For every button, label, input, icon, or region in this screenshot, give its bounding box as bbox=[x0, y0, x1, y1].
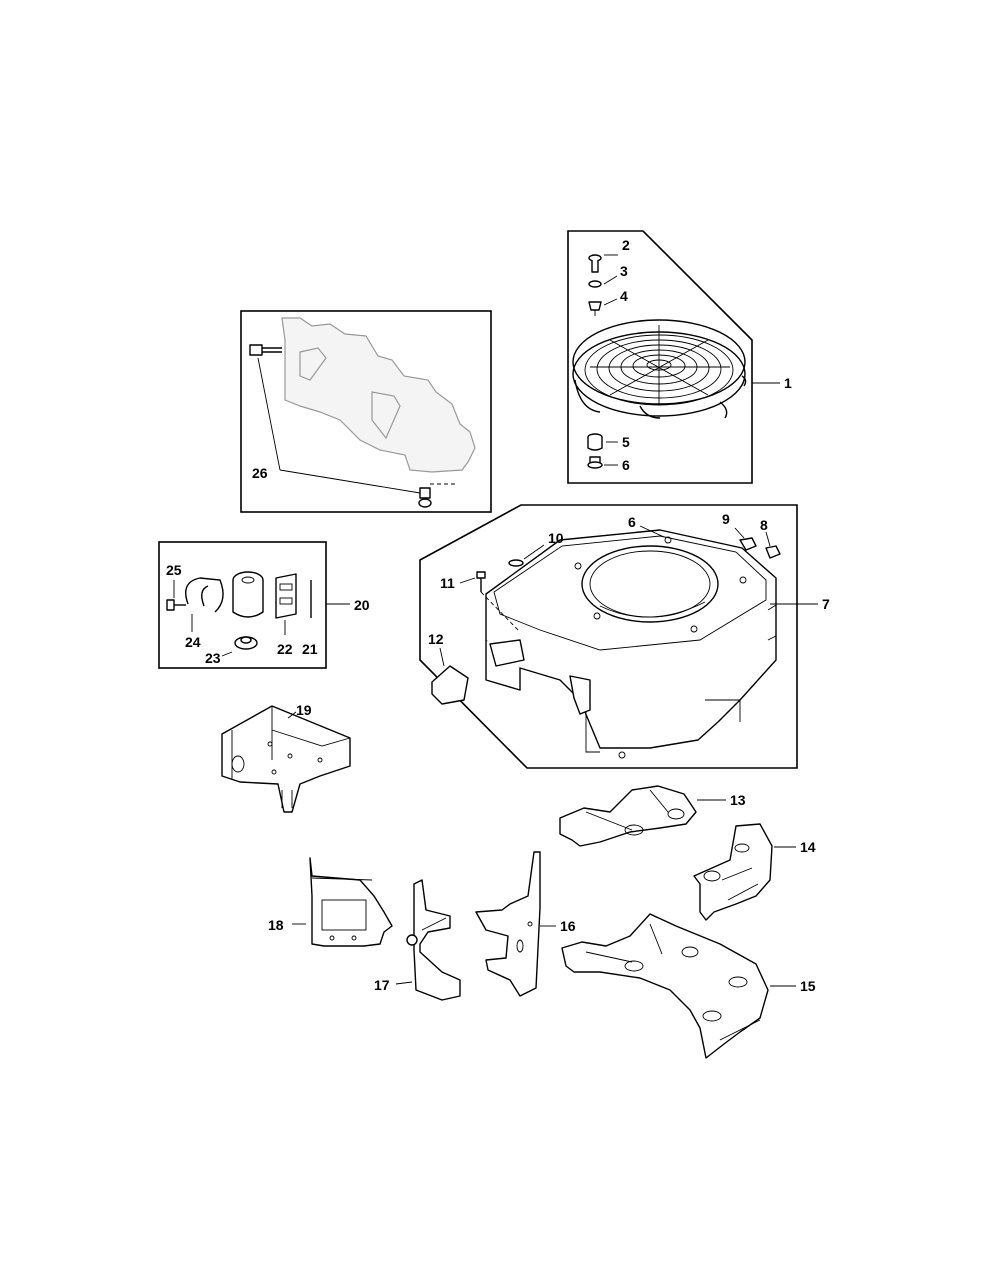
part-25-screw bbox=[166, 599, 186, 611]
label-10: 10 bbox=[548, 530, 564, 546]
part-10-washer bbox=[508, 559, 524, 567]
part-23-grommet bbox=[234, 636, 258, 650]
filter-group: 25 24 23 22 21 20 bbox=[158, 541, 370, 669]
part-9-nut bbox=[739, 537, 757, 551]
label-1: 1 bbox=[784, 375, 792, 391]
label-21: 21 bbox=[302, 641, 318, 657]
part-6-screw bbox=[587, 456, 603, 469]
label-12: 12 bbox=[428, 631, 444, 647]
label-2: 2 bbox=[622, 237, 630, 253]
part-26-screw-upper bbox=[249, 344, 282, 356]
part-11-screw bbox=[476, 571, 486, 592]
label-14: 14 bbox=[800, 839, 816, 855]
filter-group-frame bbox=[158, 541, 327, 669]
label-9: 9 bbox=[722, 511, 730, 527]
part-26-screw-lower bbox=[418, 487, 432, 508]
part-24-clamp bbox=[185, 577, 224, 613]
part-22-bracket bbox=[275, 573, 297, 619]
label-19: 19 bbox=[296, 702, 312, 718]
label-26: 26 bbox=[252, 465, 268, 481]
label-7: 7 bbox=[822, 596, 830, 612]
label-24: 24 bbox=[185, 634, 201, 650]
part-5-spacer bbox=[587, 433, 603, 451]
part-2-screw bbox=[588, 254, 602, 273]
label-17: 17 bbox=[374, 977, 390, 993]
label-5: 5 bbox=[622, 434, 630, 450]
part-14-baffle bbox=[693, 823, 773, 921]
label-4: 4 bbox=[620, 288, 628, 304]
part-19-bracket bbox=[221, 705, 351, 813]
part-1-fan-guard bbox=[572, 319, 747, 419]
label-3: 3 bbox=[620, 263, 628, 279]
filter-canister bbox=[232, 571, 264, 618]
label-13: 13 bbox=[730, 792, 746, 808]
blower-housing-group: 7 6 9 8 10 11 12 bbox=[419, 504, 830, 769]
label-23: 23 bbox=[205, 650, 221, 666]
part-3-washer bbox=[588, 280, 602, 288]
label-8: 8 bbox=[760, 517, 768, 533]
label-20: 20 bbox=[354, 597, 370, 613]
part-8-nut bbox=[765, 545, 781, 559]
label-15: 15 bbox=[800, 978, 816, 994]
part-18-bracket bbox=[309, 857, 393, 947]
part-15-baffle bbox=[561, 913, 769, 1059]
label-6b: 6 bbox=[628, 514, 636, 530]
fan-guard-group-frame bbox=[567, 230, 753, 484]
label-18: 18 bbox=[268, 917, 284, 933]
part-4-nut bbox=[588, 301, 602, 316]
part-17-bracket bbox=[406, 879, 461, 1001]
part-13-baffle bbox=[559, 785, 697, 847]
label-11: 11 bbox=[440, 575, 455, 591]
fan-guard-group: 2 3 4 bbox=[567, 230, 792, 484]
part-16-bracket bbox=[475, 851, 541, 997]
label-25: 25 bbox=[166, 562, 182, 578]
reference-shroud-group: 26 bbox=[240, 310, 492, 513]
label-22: 22 bbox=[277, 641, 293, 657]
label-16: 16 bbox=[560, 918, 576, 934]
reference-shroud-frame bbox=[240, 310, 492, 513]
label-6a: 6 bbox=[622, 457, 630, 473]
part-12-plate bbox=[431, 665, 469, 705]
blower-housing-frame bbox=[419, 504, 798, 769]
part-7-blower-housing bbox=[485, 529, 777, 759]
